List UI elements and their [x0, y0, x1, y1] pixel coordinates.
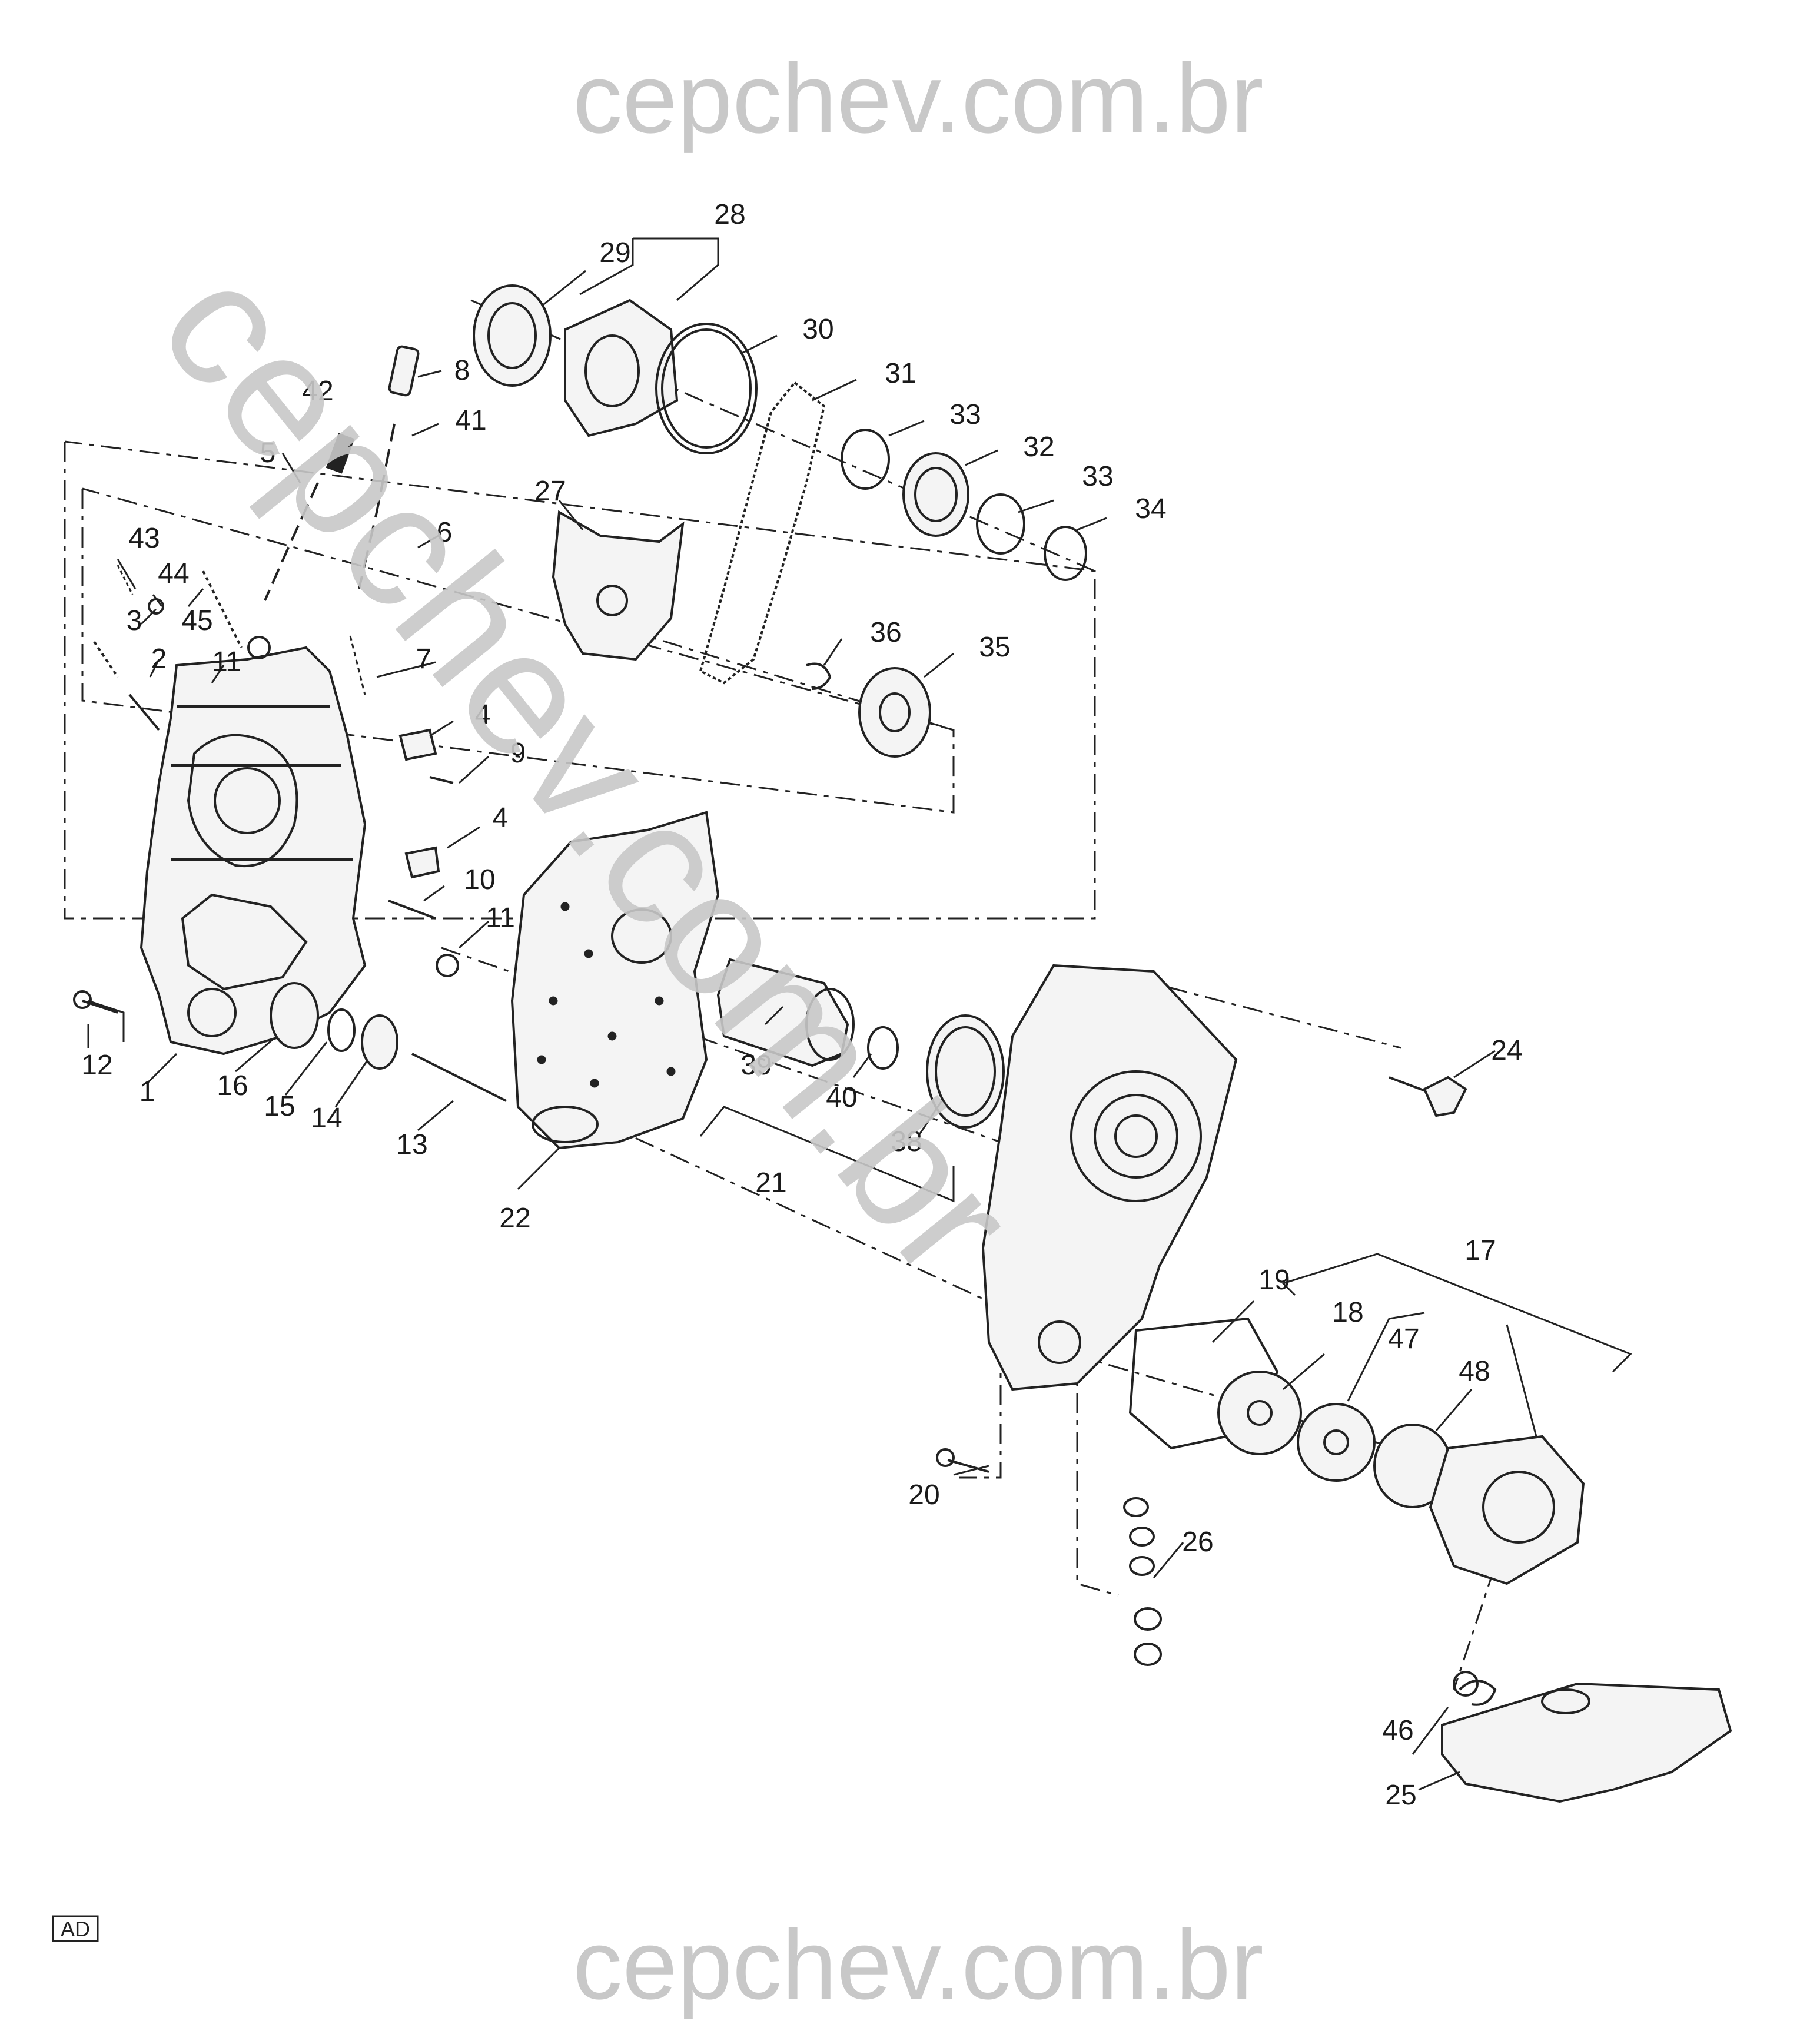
watermark-top: cepchev.com.br [573, 43, 1263, 154]
callout-7: 7 [416, 643, 432, 675]
callout-24: 24 [1491, 1035, 1522, 1066]
callout-11: 11 [212, 646, 241, 678]
transmission-case [981, 964, 1238, 1391]
callout-39: 39 [740, 1050, 772, 1081]
callout-4: 4 [475, 699, 491, 731]
callout-1: 1 [140, 1076, 155, 1107]
callout-35: 35 [979, 632, 1010, 663]
clutch-drum-assembly [716, 958, 1005, 1129]
callout-43: 43 [128, 523, 160, 554]
callout-48: 48 [1459, 1356, 1490, 1387]
valve-body-cover [140, 646, 367, 1056]
callout-44: 44 [158, 558, 189, 589]
callout-32: 32 [1023, 432, 1054, 463]
callout-30: 30 [802, 314, 833, 345]
callout-18: 18 [1332, 1297, 1363, 1328]
callout-20: 20 [908, 1479, 939, 1511]
callout-45: 45 [181, 605, 212, 636]
callout-5: 5 [260, 437, 276, 469]
separator-plate [510, 811, 720, 1150]
callout-31: 31 [885, 358, 916, 389]
view-code-box: AD [52, 1915, 99, 1942]
callout-34: 34 [1135, 493, 1166, 525]
callout-25: 25 [1385, 1780, 1416, 1811]
callout-2: 2 [151, 643, 167, 675]
callout-14: 14 [311, 1103, 342, 1134]
callout-28: 28 [714, 199, 745, 230]
callout-17: 17 [1464, 1235, 1496, 1266]
callout-3: 3 [127, 605, 142, 636]
view-code-label: AD [61, 1917, 90, 1941]
callout-8: 8 [454, 355, 470, 386]
callout-46: 46 [1382, 1715, 1413, 1746]
drive-chain-assembly [473, 284, 1087, 758]
callout-33: 33 [949, 399, 981, 430]
callout-22: 22 [499, 1203, 530, 1234]
callout-29: 29 [599, 237, 630, 268]
callout-27: 27 [534, 476, 566, 507]
callout-12: 12 [81, 1050, 112, 1081]
callout-13: 13 [396, 1129, 427, 1160]
seal-set [1123, 1497, 1162, 1666]
callout-4-b: 4 [493, 802, 509, 834]
callout-42: 42 [302, 376, 333, 407]
callout-40: 40 [826, 1082, 857, 1113]
callout-36: 36 [870, 617, 901, 648]
callout-16: 16 [217, 1070, 248, 1101]
callout-6: 6 [437, 517, 453, 548]
callout-41: 41 [455, 405, 486, 436]
pump-assembly [1128, 1317, 1585, 1585]
callout-33-b: 33 [1082, 461, 1113, 492]
retaining-clip [1459, 1680, 1497, 1706]
callout-38: 38 [891, 1126, 922, 1157]
callout-9: 9 [510, 738, 526, 769]
watermark-bottom: cepchev.com.br [573, 1909, 1263, 2020]
callout-11-b: 11 [486, 902, 515, 934]
shaft-and-fasteners [73, 982, 1467, 1473]
callout-21: 21 [755, 1167, 786, 1199]
callout-15: 15 [264, 1091, 295, 1122]
callout-10: 10 [464, 864, 495, 895]
leader-lines [87, 237, 1632, 1791]
callout-47: 47 [1388, 1323, 1419, 1355]
callout-labels: 28 29 30 31 33 32 33 34 27 36 35 8 42 41… [81, 199, 1522, 1811]
callout-26: 26 [1182, 1527, 1213, 1558]
oil-filter [1441, 1671, 1732, 1803]
callout-19: 19 [1258, 1265, 1290, 1296]
